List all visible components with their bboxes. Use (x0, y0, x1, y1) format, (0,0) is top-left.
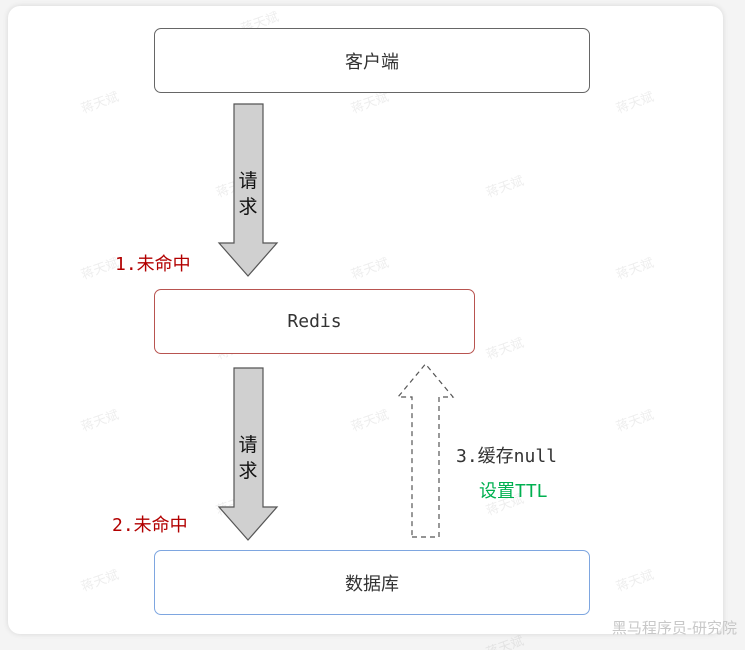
cache-null-arrow (396, 363, 455, 538)
request-arrow-1 (217, 103, 279, 277)
cache-null-label: 3.缓存null (456, 446, 558, 467)
miss-label-1: 1.未命中 (115, 254, 191, 275)
redis-node: Redis (154, 289, 475, 354)
client-node: 客户端 (154, 28, 590, 93)
request-label-2: 请求 (238, 434, 258, 482)
miss-label-2: 2.未命中 (112, 515, 188, 536)
source-watermark: 黑马程序员-研究院 (611, 619, 737, 637)
request-arrow-2 (217, 367, 279, 541)
database-node: 数据库 (154, 550, 590, 615)
request-label-1: 请求 (238, 170, 258, 218)
set-ttl-label: 设置TTL (479, 481, 548, 502)
